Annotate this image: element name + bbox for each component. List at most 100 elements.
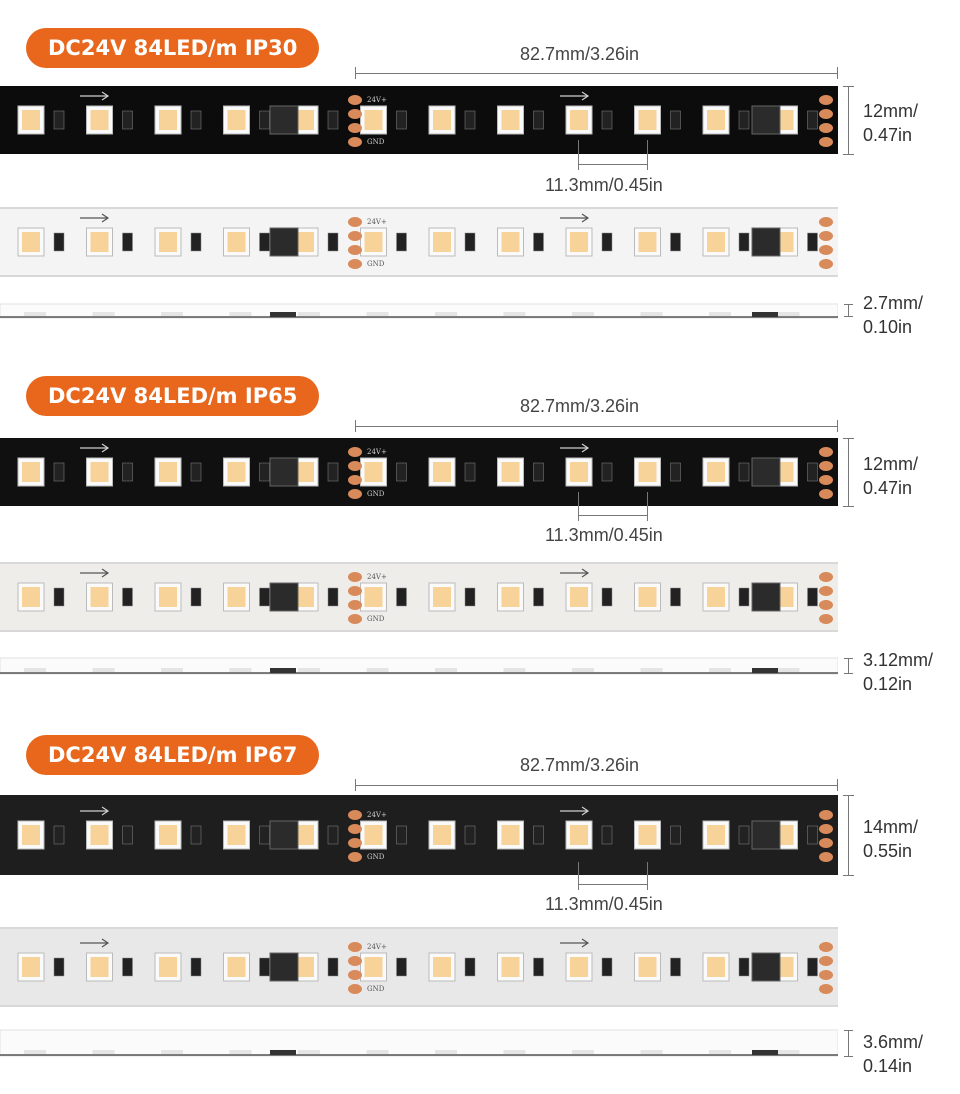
width-label: 12mm/ 0.47in — [863, 99, 918, 147]
copper-pad — [348, 137, 362, 147]
pitch-tick-right — [837, 420, 838, 432]
led-phosphor — [638, 462, 657, 482]
led-phosphor — [159, 587, 177, 607]
side-led — [435, 1050, 457, 1054]
width-dimension-line — [848, 86, 849, 154]
driver-ic — [269, 820, 299, 850]
resistor — [601, 110, 613, 130]
strip-side-svg — [0, 657, 838, 675]
resistor — [533, 232, 544, 252]
copper-pad — [819, 614, 833, 624]
direction-arrow-icon — [560, 806, 590, 816]
side-led — [92, 312, 115, 316]
side-led — [366, 1050, 389, 1054]
led-phosphor — [364, 232, 383, 252]
side-ic — [752, 668, 778, 673]
resistor — [122, 232, 133, 252]
led-phosphor — [296, 110, 314, 130]
resistor — [190, 587, 202, 607]
pcb-label-gnd: GND — [367, 853, 385, 861]
pcb-label-gnd: GND — [367, 985, 385, 993]
led-strip-top-view: 24V+GND24V+GND — [0, 438, 838, 506]
side-led — [777, 312, 800, 316]
strip-bottom-svg: 24V+GND24V+GND — [0, 927, 838, 1007]
led-phosphor — [296, 232, 314, 252]
pitch-dimension-line — [355, 785, 837, 786]
rating-badge: DC24V 84LED/m IP67 — [26, 735, 320, 775]
resistor — [738, 825, 750, 845]
thickness-in: 0.14in — [863, 1056, 913, 1076]
copper-pad — [819, 123, 833, 133]
led-phosphor — [159, 110, 177, 130]
resistor — [122, 110, 133, 130]
led-phosphor — [638, 110, 657, 130]
side-led — [777, 668, 800, 672]
pcb-label-24v: 24V+ — [367, 448, 387, 456]
copper-pad — [348, 447, 362, 457]
thickness-dimension-line — [848, 304, 849, 316]
thickness-dimension-line — [848, 1030, 849, 1056]
led-phosphor — [90, 825, 109, 845]
resistor — [670, 587, 681, 607]
copper-pad — [348, 956, 362, 966]
side-led — [161, 312, 183, 316]
strip-bottom-svg: 24V+GND24V+GND — [0, 207, 838, 277]
resistor — [259, 587, 270, 607]
copper-pad — [819, 217, 833, 227]
resistor — [738, 110, 750, 130]
led-strip-top-view: 24V+GND24V+GND — [0, 86, 838, 154]
resistor — [464, 110, 476, 130]
led-phosphor — [638, 957, 657, 977]
width-tick-top — [843, 795, 854, 796]
driver-ic — [751, 227, 781, 257]
copper-pad — [819, 810, 833, 820]
copper-pad — [819, 970, 833, 980]
led-phosphor — [227, 587, 246, 607]
led-strip-top-view: 24V+GND24V+GND — [0, 795, 838, 875]
side-led — [229, 668, 252, 672]
pitch-dimension-line — [355, 73, 837, 74]
direction-arrow-icon — [560, 938, 590, 948]
strip-top-svg: 24V+GND24V+GND — [0, 438, 838, 506]
resistor — [53, 825, 65, 845]
side-led — [92, 1050, 115, 1054]
strip-edge — [0, 1005, 838, 1007]
led-phosphor — [433, 587, 451, 607]
resistor — [190, 462, 202, 482]
copper-pad — [348, 970, 362, 980]
led-spacing-tick-left — [578, 140, 579, 170]
strip-top-svg: 24V+GND24V+GND — [0, 795, 838, 875]
pcb-label-gnd: GND — [367, 615, 385, 623]
copper-pad — [819, 95, 833, 105]
resistor — [464, 825, 476, 845]
resistor — [533, 110, 544, 130]
led-phosphor — [227, 462, 246, 482]
led-spacing-label: 11.3mm/0.45in — [545, 894, 663, 914]
led-phosphor — [90, 957, 109, 977]
resistor — [327, 232, 339, 252]
driver-ic — [751, 952, 781, 982]
resistor — [601, 232, 613, 252]
strip-edge — [0, 927, 838, 929]
width-tick-bottom — [843, 506, 854, 507]
led-phosphor — [501, 957, 520, 977]
led-phosphor — [159, 957, 177, 977]
resistor — [807, 462, 818, 482]
resistor — [807, 587, 818, 607]
led-phosphor — [296, 957, 314, 977]
side-led — [777, 1050, 800, 1054]
led-phosphor — [90, 232, 109, 252]
resistor — [53, 462, 65, 482]
width-label: 14mm/ 0.55in — [863, 815, 918, 863]
resistor — [738, 957, 750, 977]
thickness-label: 3.12mm/ 0.12in — [863, 648, 933, 696]
led-phosphor — [296, 587, 314, 607]
pitch-tick-right — [837, 779, 838, 791]
strip-edge — [0, 630, 838, 632]
side-led — [366, 668, 389, 672]
led-spacing-tick-left — [578, 862, 579, 890]
led-phosphor — [22, 110, 40, 130]
side-led — [229, 312, 252, 316]
copper-pad — [819, 824, 833, 834]
copper-pad — [819, 137, 833, 147]
